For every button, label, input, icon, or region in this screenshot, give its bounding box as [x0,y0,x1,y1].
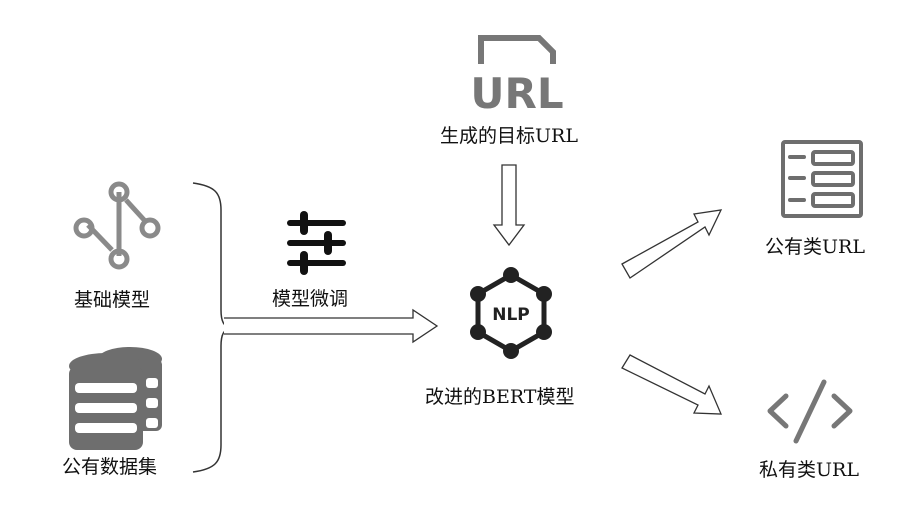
svg-text:NLP: NLP [492,305,530,325]
form-list-icon [781,140,863,218]
database-icon [69,347,162,450]
public-url-arrow [621,209,723,279]
private-url-arrow [621,354,723,415]
target-url-label: 生成的目标URL [440,125,578,147]
public-url-label: 公有类URL [765,236,865,258]
private-url-label: 私有类URL [759,459,859,481]
git-branch-icon [73,181,161,270]
target-url-arrow [492,164,526,247]
code-icon [767,379,853,444]
improved-bert-label: 改进的BERT模型 [425,386,575,408]
nlp-network-icon: NLP [470,267,552,359]
url-file-icon: URL [470,35,564,118]
svg-text:URL: URL [470,69,563,118]
fine-tune-arrow [224,308,439,344]
fine-tune-label: 模型微调 [272,288,349,310]
sliders-icon [287,211,346,275]
base-model-label: 基础模型 [74,289,151,311]
public-dataset-label: 公有数据集 [62,456,158,478]
